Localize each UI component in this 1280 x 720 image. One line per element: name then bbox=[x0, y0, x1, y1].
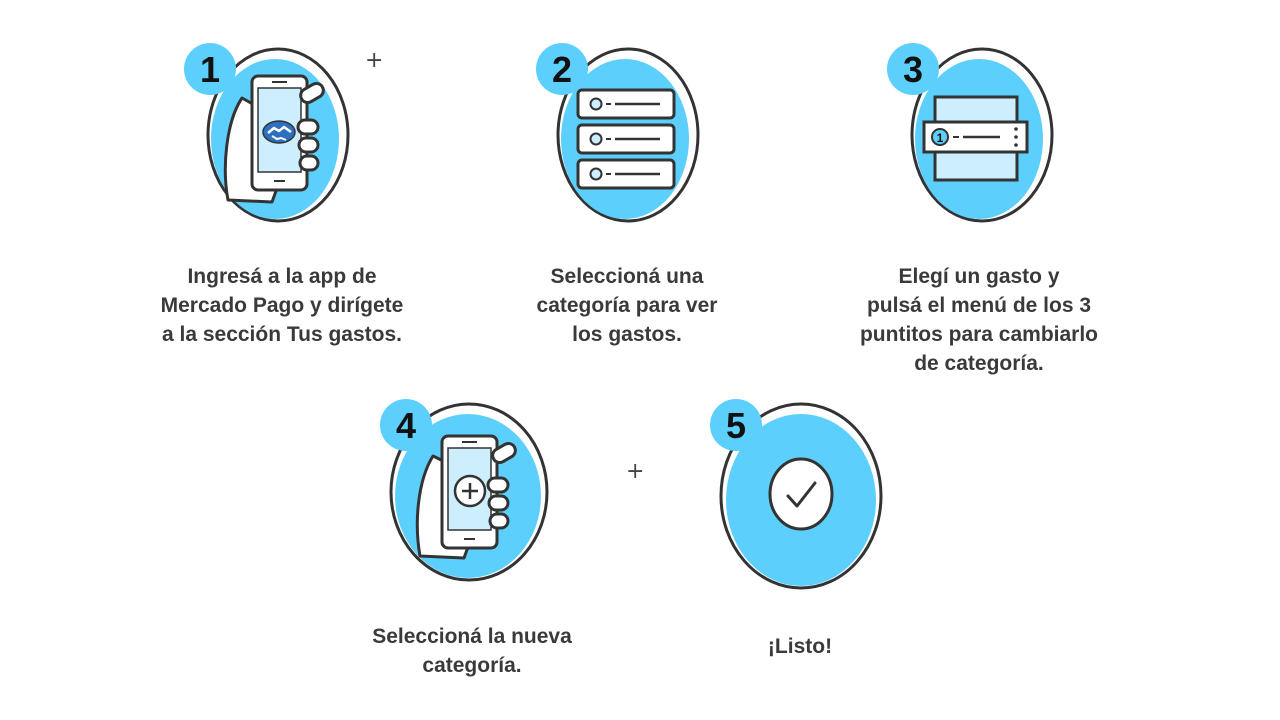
svg-text:3: 3 bbox=[903, 49, 923, 90]
svg-text:1: 1 bbox=[937, 131, 944, 145]
step-3-caption: Elegí un gasto y pulsá el menú de los 3 … bbox=[859, 265, 1099, 375]
phone-add-icon bbox=[415, 434, 517, 560]
svg-text:4: 4 bbox=[396, 405, 416, 446]
step-1-caption: Ingresá a la app de Mercado Pago y diríg… bbox=[160, 265, 404, 346]
step-2-caption: Seleccioná una categoría para ver los ga… bbox=[536, 265, 718, 346]
step-badge-2: 2 bbox=[536, 43, 588, 95]
step-2-illustration: 2 bbox=[536, 43, 700, 223]
svg-text:5: 5 bbox=[726, 405, 746, 446]
expense-menu-icon: 1 bbox=[922, 95, 1029, 182]
check-circle-icon bbox=[768, 457, 834, 531]
plus-decoration: + bbox=[626, 459, 645, 484]
phone-in-hand-icon bbox=[223, 74, 325, 204]
svg-text:1: 1 bbox=[200, 49, 220, 90]
step-5-caption: ¡Listo! bbox=[767, 635, 833, 658]
step-5-illustration: 5 bbox=[710, 399, 883, 590]
step-4-illustration: 4 bbox=[380, 399, 549, 582]
step-1-illustration: 1 bbox=[184, 43, 350, 223]
step-badge-4: 4 bbox=[380, 399, 432, 451]
step-3-illustration: 1 3 bbox=[887, 43, 1054, 223]
step-badge-5: 5 bbox=[710, 399, 762, 451]
step-badge-1: 1 bbox=[184, 43, 236, 95]
step-4-caption: Seleccioná la nueva categoría. bbox=[372, 625, 572, 677]
step-badge-3: 3 bbox=[887, 43, 939, 95]
three-dots-menu-icon bbox=[1014, 127, 1018, 147]
category-list-icon bbox=[576, 88, 676, 190]
svg-text:2: 2 bbox=[552, 49, 572, 90]
handshake-logo-icon bbox=[262, 120, 296, 144]
plus-decoration: + bbox=[365, 48, 384, 73]
add-circle-icon bbox=[453, 474, 487, 508]
